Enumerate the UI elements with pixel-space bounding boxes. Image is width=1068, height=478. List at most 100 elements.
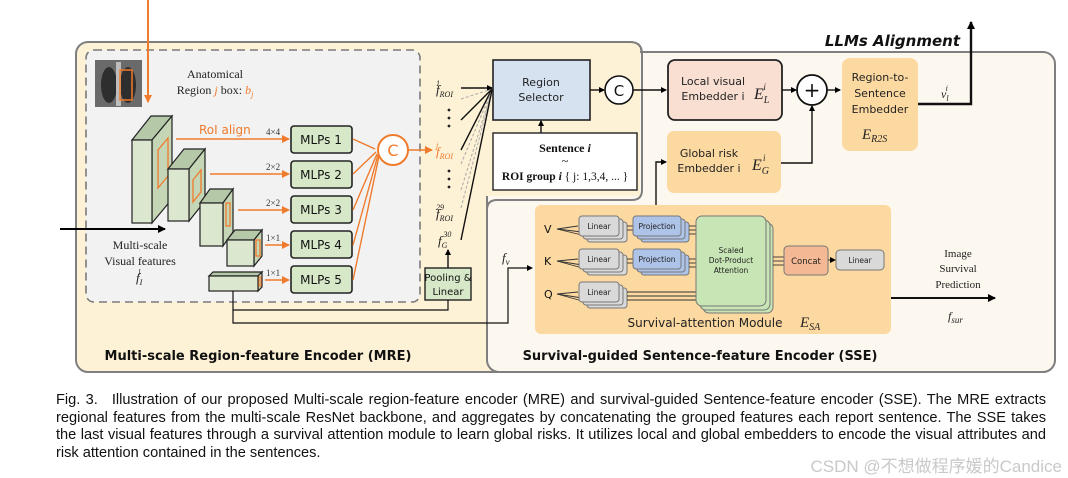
final-linear-label: Linear bbox=[848, 256, 872, 265]
f-g-30: fG30 bbox=[438, 230, 451, 250]
local-embedder-label-2: Embedder i bbox=[681, 90, 744, 103]
backbone-to-fv-line bbox=[232, 265, 533, 324]
output-arrow bbox=[918, 21, 975, 106]
mlp-label-3: MLPs 3 bbox=[300, 203, 342, 217]
linear-k-label: Linear bbox=[587, 255, 611, 264]
mre-concat-symbol: C bbox=[387, 141, 398, 160]
linear-q-label: Linear bbox=[587, 288, 611, 297]
r2s-symbol: ER2S bbox=[861, 127, 887, 145]
llms-alignment-label: LLMs Alignment bbox=[825, 32, 961, 50]
pooling-label-1: Pooling & bbox=[424, 273, 471, 284]
input-k: K bbox=[544, 255, 552, 268]
sdpa-to-concat-lines bbox=[773, 256, 784, 266]
survival-label-3: Prediction bbox=[935, 279, 981, 291]
anatomical-region-label: Anatomical bbox=[187, 67, 244, 81]
caption-text: Illustration of our proposed Multi-scale… bbox=[56, 392, 1046, 461]
survival-label-2: Survival bbox=[939, 263, 976, 275]
watermark: CSDN @不想做程序媛的Candice bbox=[810, 457, 1062, 476]
input-v: V bbox=[544, 223, 552, 236]
pooling-linear-box bbox=[424, 267, 472, 301]
survival-symbol: fsur bbox=[948, 309, 963, 325]
global-embedder-symbol: EGi bbox=[751, 153, 769, 177]
output-symbol: vli bbox=[941, 84, 949, 103]
ellipsis-dots bbox=[447, 108, 451, 189]
xray-thumbnail bbox=[95, 60, 142, 107]
pooling-label-2: Linear bbox=[432, 287, 464, 298]
roi-group-label: ROI group i { j: 1,3,4, ... } bbox=[502, 171, 628, 183]
mlp-box-1 bbox=[290, 125, 353, 154]
region-to-sentence-embedder-box bbox=[842, 58, 918, 151]
pool-size-3: 2×2 bbox=[266, 198, 280, 208]
linear-v-label: Linear bbox=[587, 222, 611, 231]
final-linear-box bbox=[835, 249, 885, 271]
input-q: Q bbox=[544, 288, 553, 301]
pool-size-labels: 4×4 2×2 2×2 1×1 1×1 bbox=[266, 127, 281, 278]
global-embedder-label-1: Global risk bbox=[680, 147, 739, 160]
projection-to-sdpa-lines bbox=[627, 225, 696, 301]
f-roi-1: fROI1 bbox=[436, 79, 453, 99]
sdpa-label-1: Scaled bbox=[719, 246, 744, 255]
roi-arrows bbox=[176, 135, 290, 284]
backbone-block-3 bbox=[198, 187, 235, 248]
survival-label-1: Image bbox=[944, 248, 972, 260]
anatomical-region-box-label: Region j box: bj bbox=[177, 83, 254, 99]
module-label: Survival-attention Module bbox=[628, 316, 783, 330]
linear-stacks bbox=[578, 215, 628, 309]
mlp-to-concat-arrows bbox=[352, 138, 380, 281]
projection-v-label: Projection bbox=[638, 222, 675, 231]
sentence-tilde: ~ bbox=[562, 154, 569, 168]
region-selector-box bbox=[492, 59, 591, 121]
mlp-label-4: MLPs 4 bbox=[300, 238, 342, 252]
attention-to-global-line bbox=[655, 159, 667, 205]
roi-align-label: RoI align bbox=[199, 123, 251, 137]
mlp-label-5: MLPs 5 bbox=[300, 273, 342, 287]
sdpa-label-2: Dot-Product bbox=[709, 256, 754, 265]
visual-features-symbol: fIl bbox=[136, 268, 143, 287]
sentence-box bbox=[492, 132, 638, 191]
visual-features-label: Multi-scale bbox=[113, 238, 168, 252]
projection-k-label: Projection bbox=[638, 255, 675, 264]
figure-number: Fig. 3. bbox=[56, 392, 98, 408]
projection-stacks bbox=[632, 215, 690, 276]
local-embedder-symbol: ELi bbox=[753, 82, 770, 106]
mlp-label-2: MLPs 2 bbox=[300, 168, 342, 182]
global-risk-embedder-box bbox=[667, 131, 781, 193]
figure-caption: Fig. 3.Illustration of our proposed Mult… bbox=[56, 392, 1046, 462]
local-embedder-label-1: Local visual bbox=[681, 75, 745, 88]
mre-title: Multi-scale Region-feature Encoder (MRE) bbox=[105, 349, 412, 364]
concat-label: Concat bbox=[791, 257, 821, 267]
pool-size-1: 4×4 bbox=[266, 127, 281, 137]
mlp-label-1: MLPs 1 bbox=[300, 133, 342, 147]
r2s-label-1: Region-to- bbox=[852, 71, 909, 84]
mlp-boxes bbox=[290, 125, 353, 294]
backbone-block-1 bbox=[130, 114, 174, 225]
backbone-block-5 bbox=[207, 270, 264, 293]
global-to-plus-line bbox=[781, 105, 815, 164]
sdpa-stacks bbox=[695, 215, 774, 314]
region-selector-label-2: Selector bbox=[518, 91, 564, 104]
fv-symbol: fv bbox=[502, 250, 510, 267]
r2s-label-3: Embedder bbox=[852, 103, 909, 116]
sum-symbol: + bbox=[804, 78, 821, 102]
global-embedder-label-2: Embedder i bbox=[677, 162, 740, 175]
linear-to-projection-lines bbox=[627, 225, 633, 264]
sse-title: Survival-guided Sentence-feature Encoder… bbox=[523, 349, 878, 364]
f-roi-29: fROI29 bbox=[436, 203, 453, 223]
backbone-block-4 bbox=[225, 228, 264, 268]
mlp-box-3 bbox=[290, 195, 353, 224]
mlp-box-4 bbox=[290, 230, 353, 259]
backbone-to-pooling-line bbox=[232, 291, 449, 311]
region-selector-label-1: Region bbox=[522, 76, 560, 89]
architecture-diagram: Anatomical Region j box: bj Multi-scale … bbox=[60, 0, 1056, 373]
r2s-label-2: Sentence bbox=[854, 87, 906, 100]
feature-to-selector-lines bbox=[460, 85, 493, 241]
pool-size-2: 2×2 bbox=[266, 162, 280, 172]
sse-concat-symbol: C bbox=[614, 82, 624, 100]
mlp-box-5 bbox=[290, 265, 353, 294]
pool-size-5: 1×1 bbox=[266, 268, 280, 278]
sdpa-label-3: Attention bbox=[714, 266, 749, 275]
visual-features-label-2: Visual features bbox=[104, 254, 176, 268]
pool-size-4: 1×1 bbox=[266, 233, 280, 243]
f-roi-j: fROIj bbox=[435, 141, 453, 161]
module-symbol: ESA bbox=[799, 315, 821, 333]
